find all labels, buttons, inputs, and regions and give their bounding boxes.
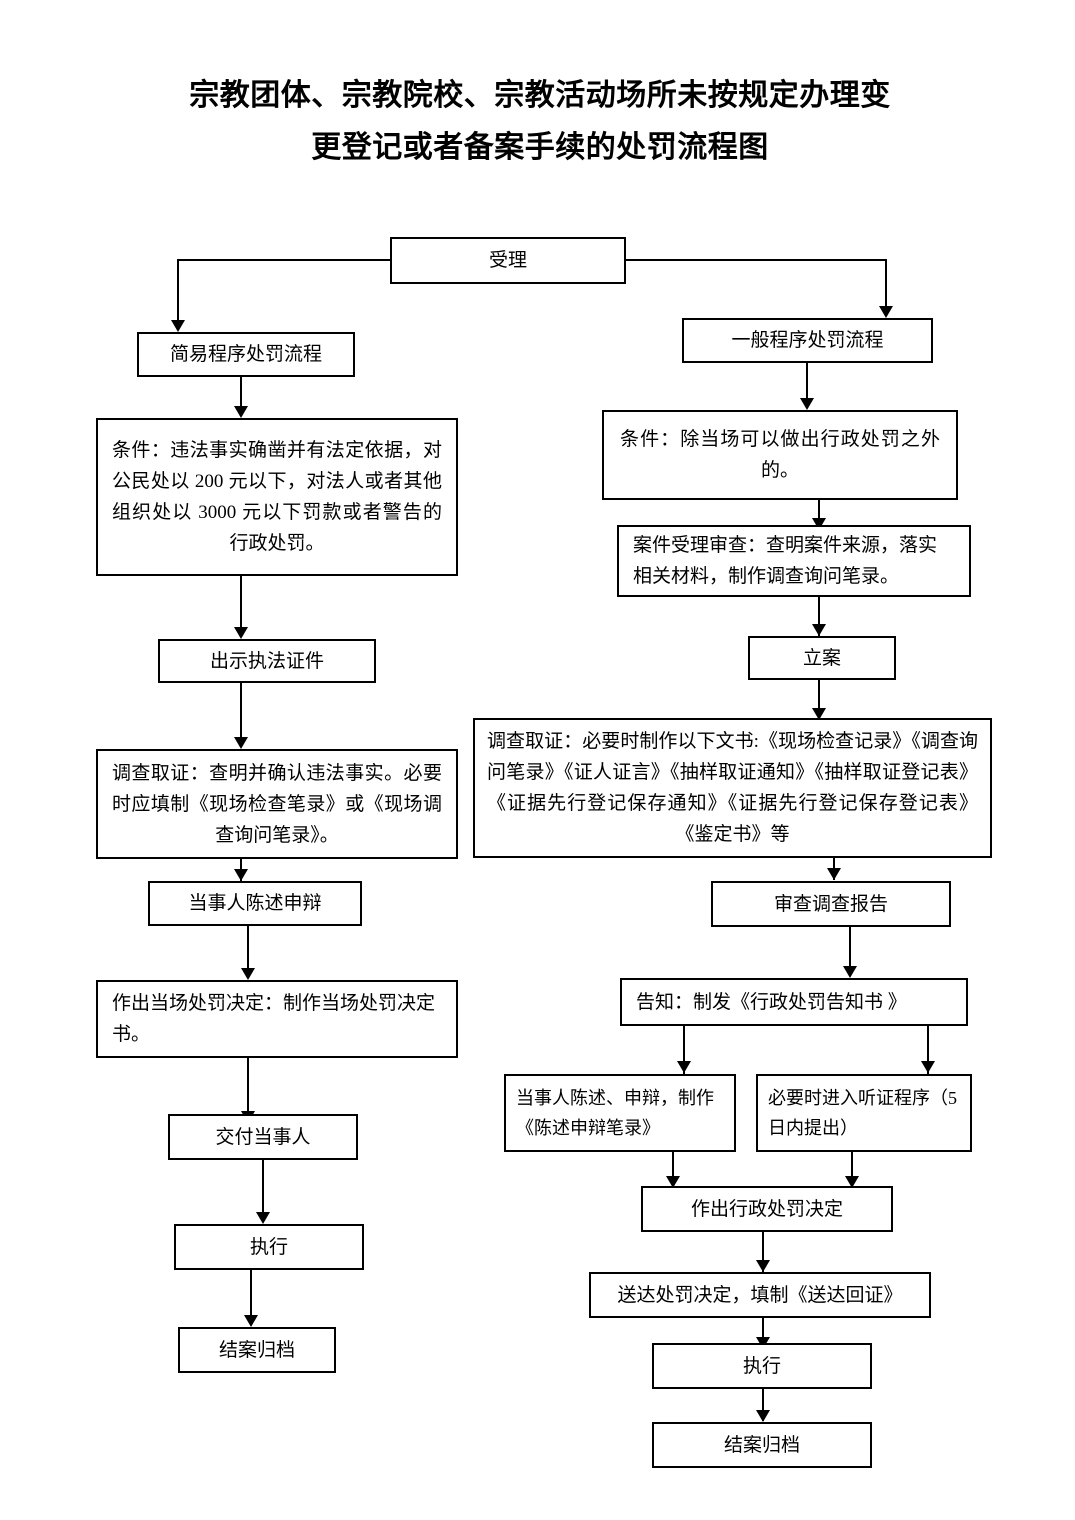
connector-case-review-to-file-case [818,597,820,637]
arrowhead-credentials-to-investigation [234,737,248,749]
title-line-1: 宗教团体、宗教院校、宗教活动场所未按规定办理变 [189,79,891,112]
node-simple-investigation[interactable]: 调查取证：查明并确认违法事实。必要时应填制《现场检查笔录》或《现场调查询问笔录》… [96,749,458,859]
connector-execute-to-archive [250,1270,252,1324]
connector-accept-to-general-v [885,259,887,307]
node-review-report[interactable]: 审查调查报告 [711,881,951,927]
node-case-review-label: 案件受理审查：查明案件来源，落实相关材料，制作调查询问笔录。 [633,535,938,587]
connector-statement-to-onsite-decision [247,926,249,971]
node-make-decision-label: 作出行政处罚决定 [690,1198,843,1220]
node-simple-procedure-header[interactable]: 简易程序处罚流程 [137,332,355,377]
arrowhead-deliver-to-execute [256,1212,270,1224]
arrowhead-accept-to-general [879,306,893,318]
arrowhead-party-statement-to-decision [666,1176,680,1188]
connector-simple-header-to-condition [240,377,242,409]
node-general-condition[interactable]: 条件：除当场可以做出行政处罚之外的。 [602,410,958,500]
node-simple-condition[interactable]: 条件：违法事实确凿并有法定依据，对公民处以 200 元以下，对法人或者其他组织处… [96,418,458,576]
title-line-2: 更登记或者备案手续的处罚流程图 [311,131,769,164]
node-file-case-label: 立案 [802,647,841,669]
node-notify[interactable]: 告知：制发《行政处罚告知书 》 [620,978,968,1026]
node-deliver-party-label: 交付当事人 [215,1126,311,1148]
node-deliver-party[interactable]: 交付当事人 [168,1114,358,1160]
arrowhead-general-execute-to-archive [756,1410,770,1422]
connector-general-execute-to-archive [762,1389,764,1421]
node-simple-condition-label: 条件：违法事实确凿并有法定依据，对公民处以 200 元以下，对法人或者其他组织处… [112,440,442,554]
arrowhead-execute-to-archive [244,1315,258,1327]
connector-credentials-to-investigation [240,683,242,740]
connector-notify-to-party-statement [683,1026,685,1074]
arrowhead-statement-to-onsite-decision [241,968,255,980]
connector-onsite-to-deliver [247,1058,249,1114]
arrowhead-decision-to-serve [756,1260,770,1272]
node-onsite-decision-label: 作出当场处罚决定：制作当场处罚决定书。 [112,993,436,1045]
node-file-case[interactable]: 立案 [748,636,896,680]
arrowhead-hearing-to-decision [845,1176,859,1188]
node-general-investigation-label: 调查取证：必要时制作以下文书:《现场检查记录》《调查询问笔录》《证人证言》《抽样… [487,731,978,845]
node-accept[interactable]: 受理 [390,237,626,284]
node-simple-archive-label: 结案归档 [218,1339,295,1361]
connector-hearing-to-decision [851,1152,853,1186]
connector-notify-to-hearing [927,1026,929,1074]
node-general-archive-label: 结案归档 [723,1434,800,1456]
node-simple-execute-label: 执行 [249,1236,288,1258]
arrowhead-simple-condition-to-credentials [234,627,248,639]
node-simple-procedure-header-label: 简易程序处罚流程 [169,344,322,365]
node-show-credentials[interactable]: 出示执法证件 [158,639,376,683]
node-serve-decision-label: 送达处罚决定，填制《送达回证》 [617,1284,903,1306]
connector-general-header-to-condition [806,363,808,401]
node-simple-investigation-label: 调查取证：查明并确认违法事实。必要时应填制《现场检查笔录》或《现场调查询问笔录》… [112,762,442,846]
connector-decision-to-serve [762,1232,764,1272]
node-simple-archive[interactable]: 结案归档 [178,1327,336,1373]
arrowhead-review-report-to-notify [843,966,857,978]
connector-review-report-to-notify [849,927,851,973]
arrowhead-notify-to-hearing [921,1061,935,1073]
node-general-procedure-header[interactable]: 一般程序处罚流程 [682,318,933,363]
connector-file-case-to-investigation [818,680,820,720]
node-general-execute[interactable]: 执行 [652,1343,872,1389]
node-simple-execute[interactable]: 执行 [174,1224,364,1270]
connector-accept-to-general-h [624,259,887,261]
node-accept-label: 受理 [488,250,527,271]
connector-party-statement-to-decision [672,1152,674,1186]
arrowhead-notify-to-party-statement [677,1061,691,1073]
connector-simple-condition-to-credentials [240,576,242,630]
connector-deliver-to-execute [262,1160,264,1220]
node-serve-decision[interactable]: 送达处罚决定，填制《送达回证》 [589,1272,931,1318]
node-party-statement-label: 当事人陈述、申辩，制作《陈述申辩笔录》 [516,1088,714,1138]
node-notify-label: 告知：制发《行政处罚告知书 》 [636,991,907,1013]
arrowhead-accept-to-simple [171,320,185,332]
node-general-investigation[interactable]: 调查取证：必要时制作以下文书:《现场检查记录》《调查询问笔录》《证人证言》《抽样… [473,718,992,858]
node-general-execute-label: 执行 [742,1355,781,1377]
node-hearing-procedure[interactable]: 必要时进入听证程序（5 日内提出） [756,1074,972,1152]
node-general-procedure-header-label: 一般程序处罚流程 [731,330,884,351]
arrowhead-simple-header-to-condition [234,406,248,418]
node-party-statement[interactable]: 当事人陈述、申辩，制作《陈述申辩笔录》 [504,1074,736,1152]
connector-accept-to-simple-h [177,259,392,261]
node-hearing-procedure-label: 必要时进入听证程序（5 日内提出） [768,1088,957,1138]
node-general-archive[interactable]: 结案归档 [652,1422,872,1468]
node-simple-statement[interactable]: 当事人陈述申辩 [148,881,362,926]
arrowhead-investigation-to-statement [234,869,248,881]
node-general-condition-label: 条件：除当场可以做出行政处罚之外的。 [620,429,940,481]
node-show-credentials-label: 出示执法证件 [209,650,324,672]
arrowhead-general-header-to-condition [800,398,814,410]
node-case-review[interactable]: 案件受理审查：查明案件来源，落实相关材料，制作调查询问笔录。 [617,525,971,597]
connector-accept-to-simple-v [177,259,179,321]
arrowhead-investigation-to-review-report [827,868,841,880]
node-review-report-label: 审查调查报告 [773,893,888,915]
page-title: 宗教团体、宗教院校、宗教活动场所未按规定办理变 更登记或者备案手续的处罚流程图 [120,70,960,174]
arrowhead-file-case-to-investigation [812,708,826,720]
connector-serve-to-execute [762,1318,764,1348]
node-simple-statement-label: 当事人陈述申辩 [188,893,322,914]
node-make-decision[interactable]: 作出行政处罚决定 [641,1186,893,1232]
arrowhead-case-review-to-file-case [812,624,826,636]
connector-general-condition-to-case-review [818,500,820,528]
node-onsite-decision[interactable]: 作出当场处罚决定：制作当场处罚决定书。 [96,980,458,1058]
